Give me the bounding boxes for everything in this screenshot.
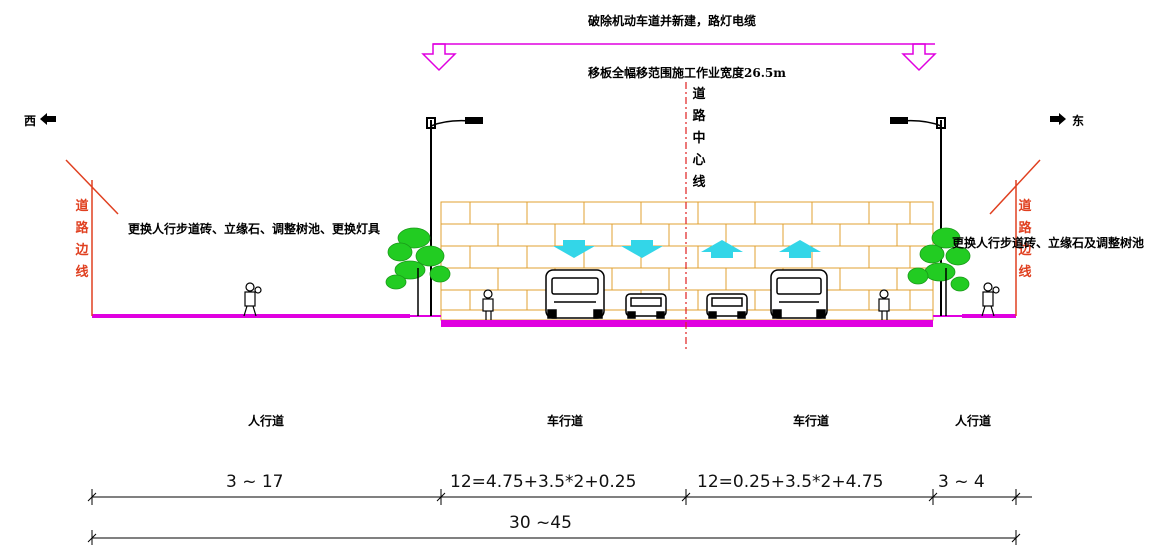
road-edge-label-left: 道路边线 <box>75 199 89 280</box>
street-lamp-right-icon <box>890 117 946 316</box>
dimension-right-sidewalk: 3 ~ 4 <box>938 472 985 492</box>
carriageway <box>441 320 933 327</box>
road-edge-left <box>65 159 119 316</box>
note-left: 更换人行步道砖、立缘石、调整树池、更换灯具 <box>128 222 381 236</box>
west-arrow-icon <box>40 113 56 125</box>
west-label: 西 <box>24 114 37 128</box>
pedestrian-icon <box>981 282 1000 317</box>
dimension-carriageway-west: 12=4.75+3.5*2+0.25 <box>450 472 637 492</box>
centerline-label: 道路中心线 <box>692 87 706 190</box>
road-edge-label-right: 道路边线 <box>1018 199 1032 280</box>
dimension-carriageway-east: 12=0.25+3.5*2+4.75 <box>697 472 884 492</box>
up-arrow-icon <box>701 240 743 258</box>
section-label-left-sidewalk: 人行道 <box>248 414 285 428</box>
dimension-line-sections <box>87 489 1032 505</box>
pedestrian-icon <box>878 289 890 320</box>
section-label-right-sidewalk: 人行道 <box>955 414 992 428</box>
enclosure-bracket <box>421 43 937 72</box>
ground-lines <box>92 314 1016 327</box>
dimension-left-sidewalk: 3 ~ 17 <box>226 472 284 492</box>
street-lamp-left-icon <box>426 117 483 316</box>
pedestrian-icon <box>243 282 262 317</box>
bus-left-icon <box>545 269 605 319</box>
car-right-icon <box>706 293 748 319</box>
left-sidewalk <box>92 314 410 318</box>
section-label-carriageway-east: 车行道 <box>793 414 830 428</box>
tree-left-icon <box>385 227 451 316</box>
drawing-title: 破除机动车道并新建，路灯电缆 <box>588 14 757 28</box>
note-right: 更换人行步道砖、立缘石及调整树池 <box>952 236 1145 250</box>
enclosure-note: 移板全幅移范围施工作业宽度26.5m <box>588 66 786 80</box>
down-arrow-icon <box>553 240 595 258</box>
dimension-line-total <box>87 530 1021 545</box>
traffic-arrows <box>553 240 821 258</box>
up-arrow-icon <box>779 240 821 258</box>
right-sidewalk <box>962 314 1016 318</box>
section-label-carriageway-west: 车行道 <box>547 414 584 428</box>
road-edge-right <box>989 159 1041 316</box>
enclosure-grid <box>440 201 934 321</box>
car-left-icon <box>625 293 667 319</box>
east-arrow-icon <box>1050 113 1066 125</box>
pedestrian-icon <box>482 289 494 320</box>
bus-right-icon <box>770 269 828 319</box>
down-arrow-icon <box>621 240 663 258</box>
tree-right-icon <box>907 227 971 316</box>
east-label: 东 <box>1072 114 1085 128</box>
dimension-total: 30 ~45 <box>509 513 572 533</box>
